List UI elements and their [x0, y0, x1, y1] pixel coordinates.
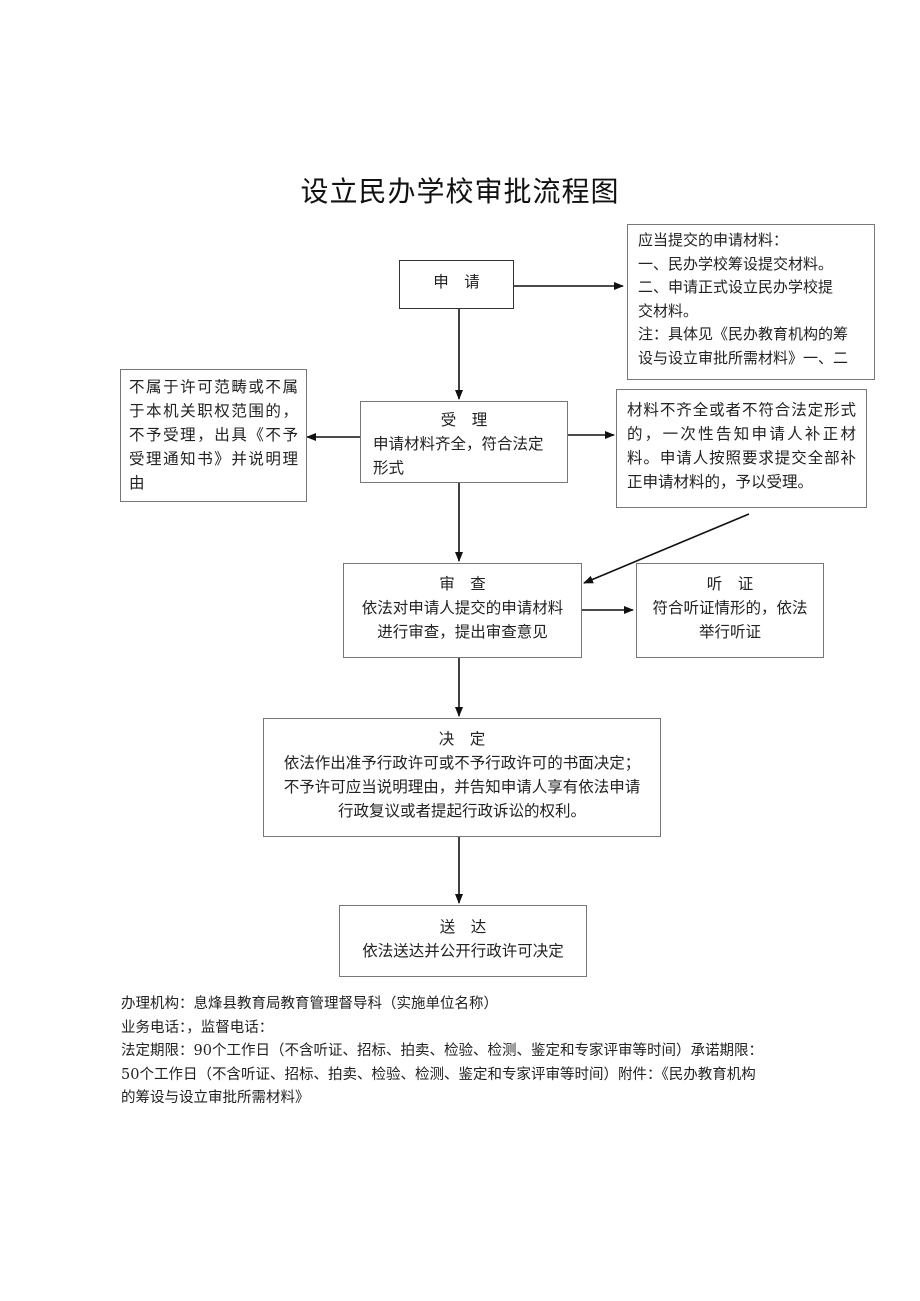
delivery-heading: 送 达	[439, 918, 487, 936]
hearing-box: 听 证 符合听证情形的，依法 举行听证	[636, 563, 824, 658]
materials-line: 注：具体见《民办教育机构的筹	[638, 325, 849, 343]
required-materials-box: 应当提交的申请材料： 一、民办学校筹设提交材料。 二、申请正式设立民办学校提 交…	[627, 224, 875, 380]
footer-info: 办理机构：息烽县教育局教育管理督导科（实施单位名称） 业务电话：，监督电话： 法…	[121, 993, 811, 1111]
agency-line: 办理机构：息烽县教育局教育管理督导科（实施单位名称）	[121, 996, 498, 1012]
deadline-line: 50个工作日（不含听证、招标、拍卖、检验、检测、鉴定和专家评审等时间）附件：《民…	[121, 1066, 756, 1083]
review-box: 审 查 依法对申请人提交的申请材料 进行审查，提出审查意见	[343, 563, 582, 658]
hearing-heading: 听 证	[706, 575, 754, 593]
decision-line: 依法作出准予行政许可或不予行政许可的书面决定；	[283, 754, 641, 772]
apply-label: 申 请	[433, 273, 480, 291]
hearing-line: 举行听证	[698, 623, 761, 641]
deadline-line: 的筹设与设立审批所需材料》	[121, 1090, 310, 1106]
rejection-box: 不属于许可范畴或不属于本机关职权范围的，不予受理，出具《不予受理通知书》并说明理…	[120, 369, 307, 502]
accept-heading: 受 理	[440, 411, 488, 429]
incomplete-materials-box: 材料不齐全或者不符合法定形式的，一次性告知申请人补正材料。申请人按照要求提交全部…	[616, 389, 867, 508]
review-line: 进行审查，提出审查意见	[377, 623, 548, 641]
materials-line: 二、申请正式设立民办学校提	[638, 278, 834, 296]
delivery-text: 依法送达并公开行政许可决定	[362, 942, 564, 960]
arrow-incomplete-to-review	[583, 513, 750, 584]
accept-text: 申请材料齐全，符合法定形式	[373, 435, 544, 477]
deadline-line: 法定期限：90个工作日（不含听证、招标、拍卖、检验、检测、鉴定和专家评审等时间）…	[121, 1043, 763, 1059]
materials-line: 交材料。	[638, 301, 699, 320]
hearing-line: 符合听证情形的，依法	[652, 599, 808, 617]
decision-heading: 决 定	[438, 730, 486, 748]
incomplete-materials-text: 材料不齐全或者不符合法定形式的，一次性告知申请人补正材料。申请人按照要求提交全部…	[627, 401, 856, 491]
decision-line: 行政复议或者提起行政诉讼的权利。	[337, 802, 586, 820]
decision-box: 决 定 依法作出准予行政许可或不予行政许可的书面决定； 不予许可应当说明理由，并…	[263, 718, 661, 837]
delivery-box: 送 达 依法送达并公开行政许可决定	[339, 905, 587, 977]
accept-box: 受 理 申请材料齐全，符合法定形式	[360, 401, 568, 483]
review-line: 依法对申请人提交的申请材料	[361, 599, 564, 617]
phone-line: 业务电话：，监督电话：	[121, 1019, 274, 1036]
page-title: 设立民办学校审批流程图	[300, 175, 620, 208]
rejection-text: 不属于许可范畴或不属于本机关职权范围的，不予受理，出具《不予受理通知书》并说明理…	[129, 378, 298, 492]
materials-line: 应当提交的申请材料：	[638, 231, 789, 249]
materials-line: 设与设立审批所需材料》一、二	[638, 348, 849, 367]
apply-box: 申 请	[399, 260, 514, 309]
decision-line: 不予许可应当说明理由，并告知申请人享有依法申请	[283, 778, 641, 796]
materials-line: 一、民办学校筹设提交材料。	[638, 254, 834, 273]
review-heading: 审 查	[439, 575, 486, 593]
